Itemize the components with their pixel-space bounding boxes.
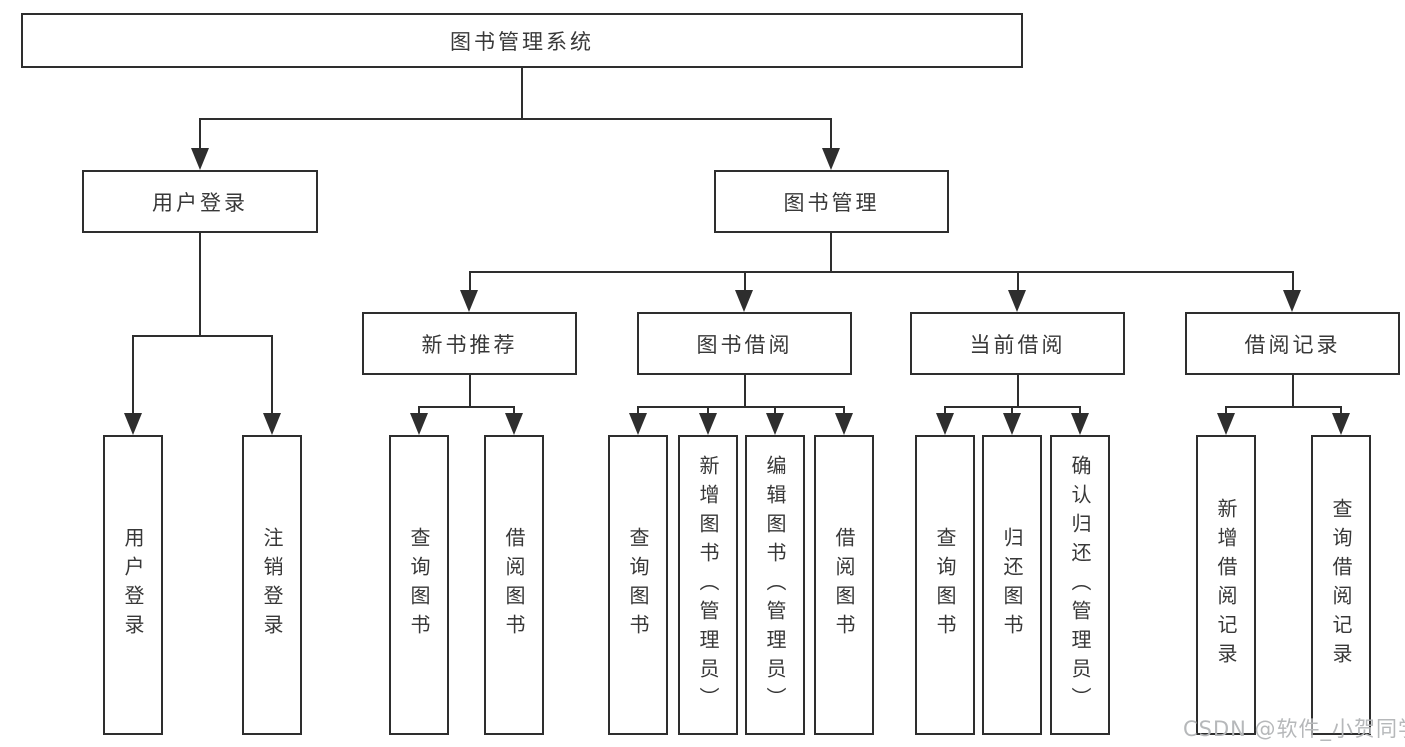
- connector-line: [469, 271, 1293, 273]
- connector-line: [199, 118, 201, 150]
- connector-line: [199, 118, 832, 120]
- leaf-label: 用户登录: [121, 527, 145, 643]
- watermark-text: CSDN @软件_小贺同学: [1183, 717, 1405, 741]
- connector-line: [707, 406, 709, 415]
- connector-line: [1225, 406, 1341, 408]
- node-book-borrowing: 图书借阅: [637, 312, 852, 375]
- connector-line: [1017, 271, 1019, 291]
- leaf-logout: 注销登录: [242, 435, 302, 735]
- leaf-label: 查询借阅记录: [1329, 498, 1353, 672]
- connector-line: [830, 118, 832, 150]
- arrow-down-icon: [735, 290, 753, 312]
- connector-line: [637, 406, 844, 408]
- leaf-query-borrow-record: 查询借阅记录: [1311, 435, 1371, 735]
- connector-line: [637, 406, 639, 415]
- arrow-down-icon: [1003, 413, 1021, 435]
- node-label: 图书管理: [783, 190, 880, 215]
- connector-line: [1017, 375, 1019, 406]
- connector-line: [521, 68, 523, 118]
- node-label: 借阅记录: [1244, 332, 1341, 357]
- connector-line: [418, 406, 515, 408]
- arrow-down-icon: [263, 413, 281, 435]
- connector-line: [199, 233, 201, 335]
- leaf-label: 查询图书: [407, 527, 431, 643]
- connector-line: [418, 406, 420, 415]
- node-new-book-recommendation: 新书推荐: [362, 312, 577, 375]
- connector-line: [944, 406, 946, 415]
- connector-line: [271, 335, 273, 415]
- leaf-label: 查询图书: [933, 527, 957, 643]
- node-label: 当前借阅: [969, 332, 1066, 357]
- connector-line: [132, 335, 273, 337]
- leaf-query-books-recommend: 查询图书: [389, 435, 449, 735]
- arrow-down-icon: [124, 413, 142, 435]
- leaf-label: 借阅图书: [502, 527, 526, 643]
- connector-line: [744, 271, 746, 291]
- arrow-down-icon: [629, 413, 647, 435]
- connector-line: [469, 375, 471, 406]
- leaf-confirm-return-admin: 确认归还（管理员）: [1050, 435, 1110, 735]
- arrow-down-icon: [699, 413, 717, 435]
- arrow-down-icon: [460, 290, 478, 312]
- connector-line: [843, 406, 845, 415]
- arrow-down-icon: [191, 148, 209, 170]
- connector-line: [513, 406, 515, 415]
- leaf-user-login: 用户登录: [103, 435, 163, 735]
- node-current-borrowing: 当前借阅: [910, 312, 1125, 375]
- leaf-label: 编辑图书（管理员）: [763, 454, 787, 716]
- leaf-edit-book-admin: 编辑图书（管理员）: [745, 435, 805, 735]
- connector-line: [1292, 375, 1294, 406]
- arrow-down-icon: [822, 148, 840, 170]
- connector-line: [1340, 406, 1342, 415]
- arrow-down-icon: [1071, 413, 1089, 435]
- leaf-add-book-admin: 新增图书（管理员）: [678, 435, 738, 735]
- arrow-down-icon: [1332, 413, 1350, 435]
- leaf-query-books-current: 查询图书: [915, 435, 975, 735]
- node-label: 用户登录: [152, 190, 248, 215]
- connector-line: [1225, 406, 1227, 415]
- leaf-label: 归还图书: [1000, 527, 1024, 643]
- leaf-borrow-books-recommend: 借阅图书: [484, 435, 544, 735]
- csdn-watermark: CSDN @软件_小贺同学: [1183, 713, 1405, 743]
- connector-line: [1079, 406, 1081, 415]
- leaf-label: 注销登录: [260, 527, 284, 643]
- node-label: 新书推荐: [421, 332, 518, 357]
- leaf-label: 借阅图书: [832, 527, 856, 643]
- node-label: 图书借阅: [696, 332, 793, 357]
- arrow-down-icon: [1283, 290, 1301, 312]
- arrow-down-icon: [1217, 413, 1235, 435]
- leaf-add-borrow-record: 新增借阅记录: [1196, 435, 1256, 735]
- arrow-down-icon: [505, 413, 523, 435]
- leaf-query-books-borrow: 查询图书: [608, 435, 668, 735]
- arrow-down-icon: [835, 413, 853, 435]
- connector-line: [469, 271, 471, 291]
- connector-line: [830, 233, 832, 271]
- leaf-borrow-books: 借阅图书: [814, 435, 874, 735]
- arrow-down-icon: [1008, 290, 1026, 312]
- leaf-label: 新增借阅记录: [1214, 498, 1238, 672]
- arrow-down-icon: [936, 413, 954, 435]
- connector-line: [1011, 406, 1013, 415]
- leaf-label: 新增图书（管理员）: [696, 454, 720, 716]
- connector-line: [1292, 271, 1294, 291]
- leaf-return-book: 归还图书: [982, 435, 1042, 735]
- node-user-login: 用户登录: [82, 170, 318, 233]
- leaf-label: 确认归还（管理员）: [1068, 454, 1092, 716]
- arrow-down-icon: [766, 413, 784, 435]
- node-borrowing-records: 借阅记录: [1185, 312, 1400, 375]
- connector-line: [132, 335, 134, 415]
- arrow-down-icon: [410, 413, 428, 435]
- node-book-management: 图书管理: [714, 170, 949, 233]
- leaf-label: 查询图书: [626, 527, 650, 643]
- node-library-management-system: 图书管理系统: [21, 13, 1023, 68]
- node-label: 图书管理系统: [450, 29, 594, 54]
- connector-line: [774, 406, 776, 415]
- connector-line: [744, 375, 746, 406]
